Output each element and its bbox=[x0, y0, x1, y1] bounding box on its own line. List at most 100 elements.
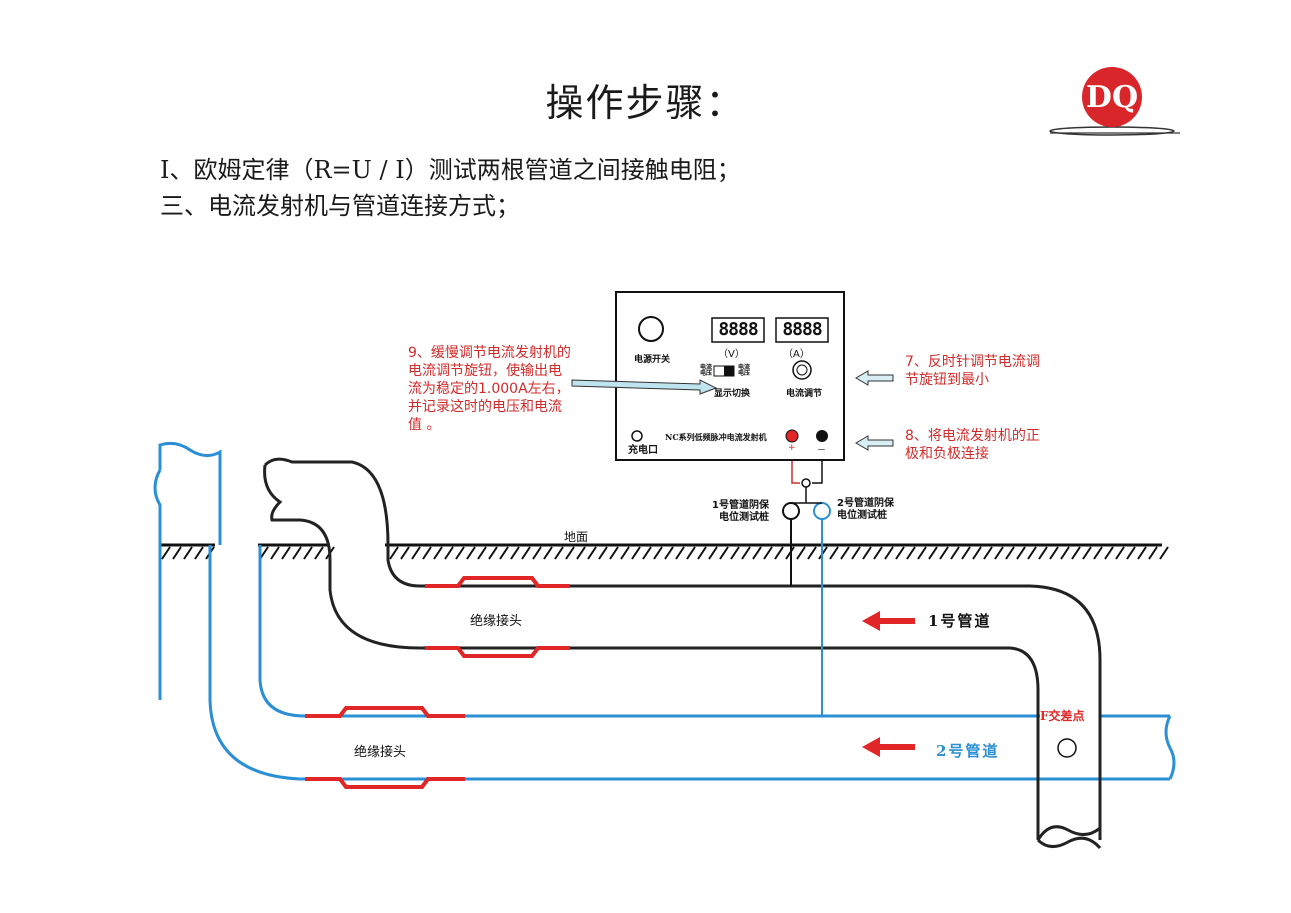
test-post-2-label: 2号管道阴保 电位测试桩 bbox=[837, 498, 894, 521]
ground-hatch bbox=[499, 546, 509, 560]
ground-hatch bbox=[796, 546, 806, 560]
flow-arrow-pipe-1 bbox=[862, 611, 915, 631]
ground-hatch bbox=[763, 546, 773, 560]
ground-hatch bbox=[917, 546, 927, 560]
ground-hatch bbox=[161, 546, 171, 560]
ground-hatch bbox=[686, 546, 696, 560]
ground-hatch bbox=[1126, 546, 1136, 560]
switch-right-label: 电流 电压 bbox=[738, 364, 751, 377]
plus-sign: + bbox=[788, 443, 796, 453]
ground-hatch bbox=[928, 546, 938, 560]
pipe-2-label: 2号管道 bbox=[936, 742, 1000, 760]
ground-hatch bbox=[972, 546, 982, 560]
ground-hatch bbox=[510, 546, 520, 560]
ground-hatch bbox=[752, 546, 762, 560]
joint-1-label: 绝缘接头 bbox=[470, 614, 523, 629]
ground-hatch bbox=[444, 546, 454, 560]
ground-hatch bbox=[270, 546, 280, 560]
ground-hatch bbox=[466, 546, 476, 560]
ground-hatch bbox=[961, 546, 971, 560]
ground-hatch bbox=[1082, 546, 1092, 560]
pipe-2-outline bbox=[153, 441, 1176, 781]
ground-hatch bbox=[1071, 546, 1081, 560]
ground-hatch bbox=[281, 546, 291, 560]
ground-hatch bbox=[433, 546, 443, 560]
test-post-2 bbox=[813, 502, 831, 716]
joint-1 bbox=[425, 576, 570, 658]
ground-hatch bbox=[994, 546, 1004, 560]
ground-hatch bbox=[1005, 546, 1015, 560]
ground-hatch bbox=[664, 546, 674, 560]
ground-hatch bbox=[983, 546, 993, 560]
ground-hatch bbox=[1060, 546, 1070, 560]
negative-terminal bbox=[816, 430, 828, 442]
logo-letters: DQ bbox=[1086, 80, 1138, 115]
ground-hatch bbox=[906, 546, 916, 560]
ground-hatch bbox=[587, 546, 597, 560]
logo: DQ 达 骐 bbox=[1049, 67, 1180, 136]
note-step-7: 7、反时针调节电流调节旋钮到最小 bbox=[905, 354, 1040, 388]
ground-hatch bbox=[620, 546, 630, 560]
ground-hatch bbox=[873, 546, 883, 560]
ground-hatch bbox=[183, 546, 193, 560]
ground-line bbox=[160, 543, 1169, 560]
ground-hatch bbox=[194, 546, 204, 560]
ground-hatch bbox=[565, 546, 575, 560]
ground-hatch bbox=[389, 546, 399, 560]
ground-hatch bbox=[576, 546, 586, 560]
ground-hatch bbox=[708, 546, 718, 560]
ground-hatch bbox=[1027, 546, 1037, 560]
cross-point-label: F交差点 bbox=[1040, 709, 1085, 723]
cross-point-marker bbox=[1057, 738, 1077, 758]
logo-caption: 达 骐 bbox=[1103, 117, 1122, 127]
ground-hatch bbox=[1104, 546, 1114, 560]
charge-port-icon bbox=[631, 430, 643, 442]
ground-hatch bbox=[477, 546, 487, 560]
current-display bbox=[775, 317, 829, 343]
step-1-text: I、欧姆定律（R=U / I）测试两根管道之间接触电阻； bbox=[160, 156, 741, 184]
ground-hatch bbox=[488, 546, 498, 560]
ground-hatch bbox=[807, 546, 817, 560]
display-switch-label: 显示切换 bbox=[714, 389, 751, 399]
ground-hatch bbox=[303, 546, 313, 560]
ground-hatch bbox=[653, 546, 663, 560]
ground-hatch bbox=[1159, 546, 1169, 560]
charge-port-label: 充电口 bbox=[628, 445, 658, 456]
ground-hatch bbox=[840, 546, 850, 560]
ground-hatch bbox=[521, 546, 531, 560]
voltage-unit: （V） bbox=[718, 349, 745, 360]
ground-hatch bbox=[697, 546, 707, 560]
pipe-1-label: 1号管道 bbox=[928, 612, 992, 630]
ground-hatch bbox=[642, 546, 652, 560]
ground-hatch bbox=[1016, 546, 1026, 560]
ground-hatch bbox=[1137, 546, 1147, 560]
pointer-arrow-8 bbox=[855, 435, 894, 451]
flow-arrow-pipe-2 bbox=[862, 737, 915, 757]
current-unit: （A） bbox=[783, 349, 810, 360]
ground-hatch bbox=[314, 546, 324, 560]
pointer-arrow-9 bbox=[571, 379, 718, 395]
ground-hatch bbox=[774, 546, 784, 560]
ground-hatch bbox=[1115, 546, 1125, 560]
current-readout: 8888 bbox=[782, 319, 822, 340]
joint-2 bbox=[305, 706, 465, 789]
ground-hatch bbox=[172, 546, 182, 560]
power-switch-label: 电源开关 bbox=[634, 355, 671, 365]
ground-hatch bbox=[741, 546, 751, 560]
ground-hatch bbox=[631, 546, 641, 560]
minus-sign: － bbox=[817, 446, 827, 456]
ground-hatch bbox=[598, 546, 608, 560]
voltage-display bbox=[711, 317, 765, 343]
power-knob bbox=[638, 316, 664, 342]
pipe-1-outline bbox=[263, 457, 1102, 850]
ground-hatch bbox=[895, 546, 905, 560]
step-3-text: 三、电流发射机与管道连接方式； bbox=[160, 192, 520, 220]
device-model: NC系列低频脉冲电流发射机 bbox=[665, 432, 767, 442]
ground-hatch bbox=[851, 546, 861, 560]
page-title: 操作步骤： bbox=[545, 81, 746, 125]
ground-hatch bbox=[719, 546, 729, 560]
ground-label: 地面 bbox=[564, 530, 589, 544]
ground-hatch bbox=[532, 546, 542, 560]
ground-hatch bbox=[411, 546, 421, 560]
